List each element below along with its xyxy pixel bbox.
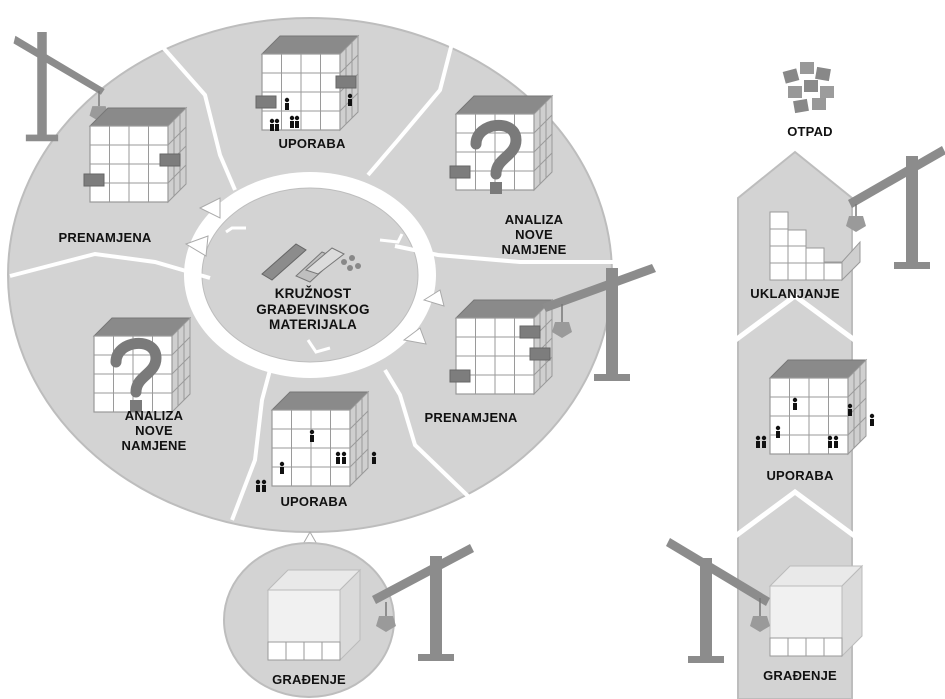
building-icon xyxy=(255,35,359,131)
linear-label-gradenje: GRAĐENJE xyxy=(763,668,837,683)
segment-dividers xyxy=(9,11,618,521)
inner-ring-arrows xyxy=(225,226,404,354)
linear-label-otpad: OTPAD xyxy=(787,124,833,139)
building-icon xyxy=(769,211,861,282)
stage-label-prenamjena-right: PRENAMJENA xyxy=(424,410,518,425)
stage-label-analiza-right: ANALIZA NOVE NAMJENE xyxy=(501,212,567,257)
stage-label-analiza-left: ANALIZA NOVE NAMJENE xyxy=(121,408,187,453)
inner-arrows xyxy=(184,197,445,345)
building-icon xyxy=(93,317,191,413)
crane-icon xyxy=(846,146,945,269)
building-icon xyxy=(768,564,864,658)
crane-icon xyxy=(542,264,656,381)
building-icon xyxy=(755,359,875,455)
linear-label-uporaba: UPORABA xyxy=(766,468,834,483)
center-label: KRUŽNOST GRAĐEVINSKOG MATERIJALA xyxy=(256,286,370,332)
linear-label-uklanjanje: UKLANJANJE xyxy=(750,286,840,301)
stage-label-uporaba-bottom: UPORABA xyxy=(280,494,348,509)
building-icon xyxy=(449,299,553,395)
building-icon xyxy=(83,107,187,203)
stage-label-uporaba-top: UPORABA xyxy=(278,136,346,151)
building-icon xyxy=(266,568,362,662)
materials-icon xyxy=(261,243,361,283)
stage-label-gradenje: GRAĐENJE xyxy=(272,672,346,687)
crane-icon xyxy=(666,538,770,663)
crane-icon xyxy=(372,544,474,661)
rubble-icon xyxy=(782,62,834,114)
stage-label-prenamjena-left: PRENAMJENA xyxy=(58,230,152,245)
